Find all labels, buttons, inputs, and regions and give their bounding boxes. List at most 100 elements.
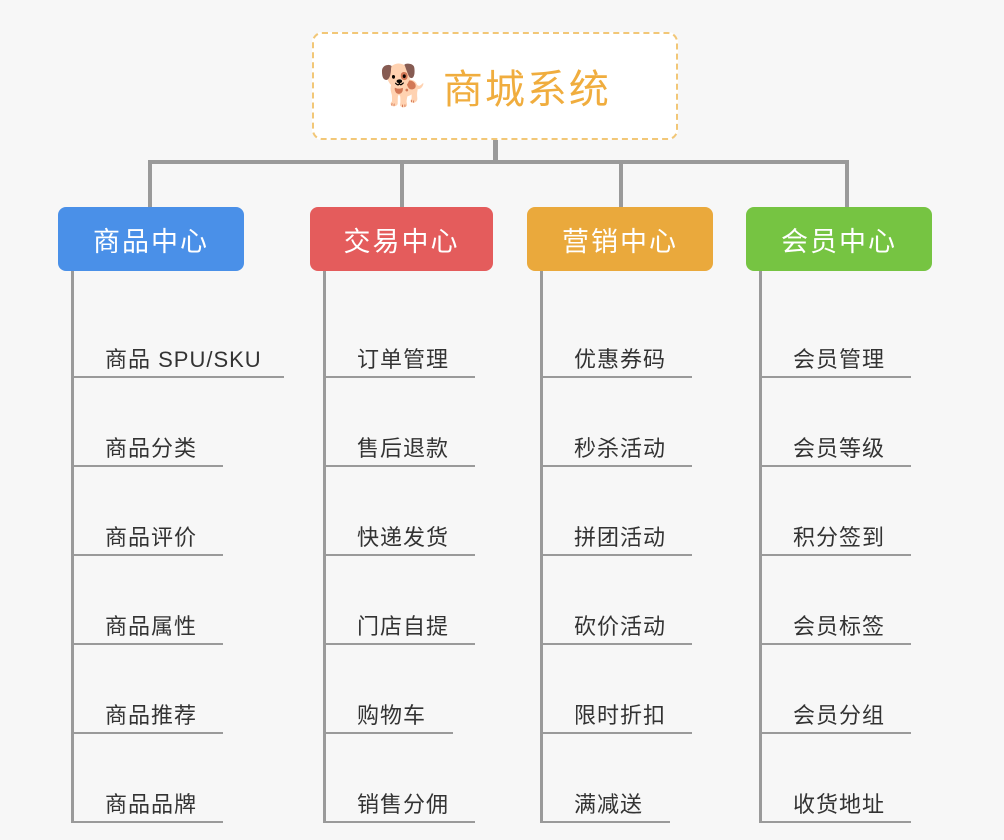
leaf-label: 购物车 [357,702,427,728]
leaf-underline [323,732,453,734]
leaf-item[interactable]: 商品推荐 [71,645,244,734]
leaf-underline [759,465,911,467]
leaf-underline [540,732,692,734]
leaf-underline [323,821,475,823]
connector-horizontal-bus [149,160,849,164]
branch-items-member-center: 会员管理 会员等级 积分签到 会员标签 会员分组 收货地址 [746,271,932,823]
leaf-label: 优惠券码 [574,346,667,372]
leaf-label: 商品评价 [105,524,198,550]
leaf-item[interactable]: 拼团活动 [540,467,713,556]
leaf-label: 会员标签 [793,613,886,639]
branch-header-label: 营销中心 [562,226,678,257]
branch-rail [759,271,762,823]
branch-product-center: 商品中心 商品 SPU/SKU 商品分类 商品评价 商品属性 商品推荐 [58,207,284,823]
leaf-item[interactable]: 商品分类 [71,378,244,467]
root-node-title: 商城系统 [442,68,611,112]
leaf-underline [71,821,223,823]
leaf-label: 砍价活动 [574,613,667,639]
leaf-label: 订单管理 [357,346,450,372]
shiba-dog-icon: 🐕 [379,64,429,108]
leaf-underline [323,376,475,378]
leaf-underline [323,643,475,645]
leaf-item[interactable]: 商品 SPU/SKU [71,289,284,378]
leaf-label: 秒杀活动 [574,435,667,461]
leaf-underline [759,643,911,645]
leaf-underline [540,643,692,645]
leaf-label: 商品分类 [105,435,198,461]
leaf-label: 商品推荐 [105,702,198,728]
leaf-item[interactable]: 会员等级 [759,378,932,467]
leaf-label: 拼团活动 [574,524,667,550]
leaf-item[interactable]: 会员分组 [759,645,932,734]
leaf-label: 收货地址 [793,791,886,817]
leaf-item[interactable]: 商品品牌 [71,734,244,823]
leaf-item[interactable]: 购物车 [323,645,493,734]
leaf-underline [759,554,911,556]
leaf-label: 门店自提 [357,613,450,639]
leaf-underline [540,465,692,467]
branch-rail [71,271,74,823]
leaf-underline [759,732,911,734]
leaf-label: 限时折扣 [574,702,667,728]
branch-rail [323,271,326,823]
leaf-item[interactable]: 满减送 [540,734,713,823]
branch-trade-center: 交易中心 订单管理 售后退款 快递发货 门店自提 购物车 [310,207,493,823]
leaf-underline [540,554,692,556]
branch-rail [540,271,543,823]
leaf-item[interactable]: 砍价活动 [540,556,713,645]
connector-drop-member-center [845,160,849,208]
branch-header-trade-center[interactable]: 交易中心 [310,207,493,271]
branch-member-center: 会员中心 会员管理 会员等级 积分签到 会员标签 会员分组 [746,207,932,823]
leaf-item[interactable]: 售后退款 [323,378,493,467]
branch-header-marketing-center[interactable]: 营销中心 [527,207,713,271]
connector-drop-trade-center [400,160,404,208]
leaf-underline [323,554,475,556]
branch-items-marketing-center: 优惠券码 秒杀活动 拼团活动 砍价活动 限时折扣 满减送 [527,271,713,823]
leaf-underline [323,465,475,467]
branch-header-label: 交易中心 [343,226,460,257]
branch-marketing-center: 营销中心 优惠券码 秒杀活动 拼团活动 砍价活动 限时折扣 [527,207,713,823]
connector-drop-marketing-center [619,160,623,208]
branch-items-trade-center: 订单管理 售后退款 快递发货 门店自提 购物车 销售分佣 [310,271,493,823]
leaf-label: 销售分佣 [357,791,450,817]
leaf-item[interactable]: 会员管理 [759,289,932,378]
leaf-item[interactable]: 订单管理 [323,289,493,378]
leaf-item[interactable]: 优惠券码 [540,289,713,378]
leaf-underline [71,732,223,734]
leaf-item[interactable]: 限时折扣 [540,645,713,734]
leaf-item[interactable]: 秒杀活动 [540,378,713,467]
leaf-label: 满减送 [574,791,644,817]
leaf-underline [759,376,911,378]
leaf-label: 会员分组 [793,702,886,728]
leaf-item[interactable]: 销售分佣 [323,734,493,823]
branch-header-label: 会员中心 [781,226,897,257]
leaf-item[interactable]: 快递发货 [323,467,493,556]
leaf-item[interactable]: 会员标签 [759,556,932,645]
connector-drop-product-center [148,160,152,208]
connector-root-stem [493,140,498,164]
leaf-underline [759,821,911,823]
leaf-label: 售后退款 [357,435,450,461]
leaf-underline [71,554,223,556]
leaf-item[interactable]: 积分签到 [759,467,932,556]
leaf-label: 商品品牌 [105,791,198,817]
branch-header-product-center[interactable]: 商品中心 [58,207,244,271]
leaf-item[interactable]: 收货地址 [759,734,932,823]
leaf-item[interactable]: 门店自提 [323,556,493,645]
branch-header-label: 商品中心 [93,226,209,257]
leaf-label: 积分签到 [793,524,886,550]
leaf-item[interactable]: 商品评价 [71,467,244,556]
leaf-label: 会员管理 [793,346,886,372]
branch-header-member-center[interactable]: 会员中心 [746,207,932,271]
leaf-underline [71,465,223,467]
leaf-label: 会员等级 [793,435,886,461]
branch-items-product-center: 商品 SPU/SKU 商品分类 商品评价 商品属性 商品推荐 商品品牌 [58,271,284,823]
leaf-item[interactable]: 商品属性 [71,556,244,645]
leaf-label: 商品属性 [105,613,198,639]
leaf-underline [540,376,692,378]
leaf-label: 快递发货 [357,524,450,550]
root-node-shop-system[interactable]: 🐕 商城系统 [312,32,678,140]
leaf-underline [540,821,670,823]
leaf-underline [71,376,284,378]
